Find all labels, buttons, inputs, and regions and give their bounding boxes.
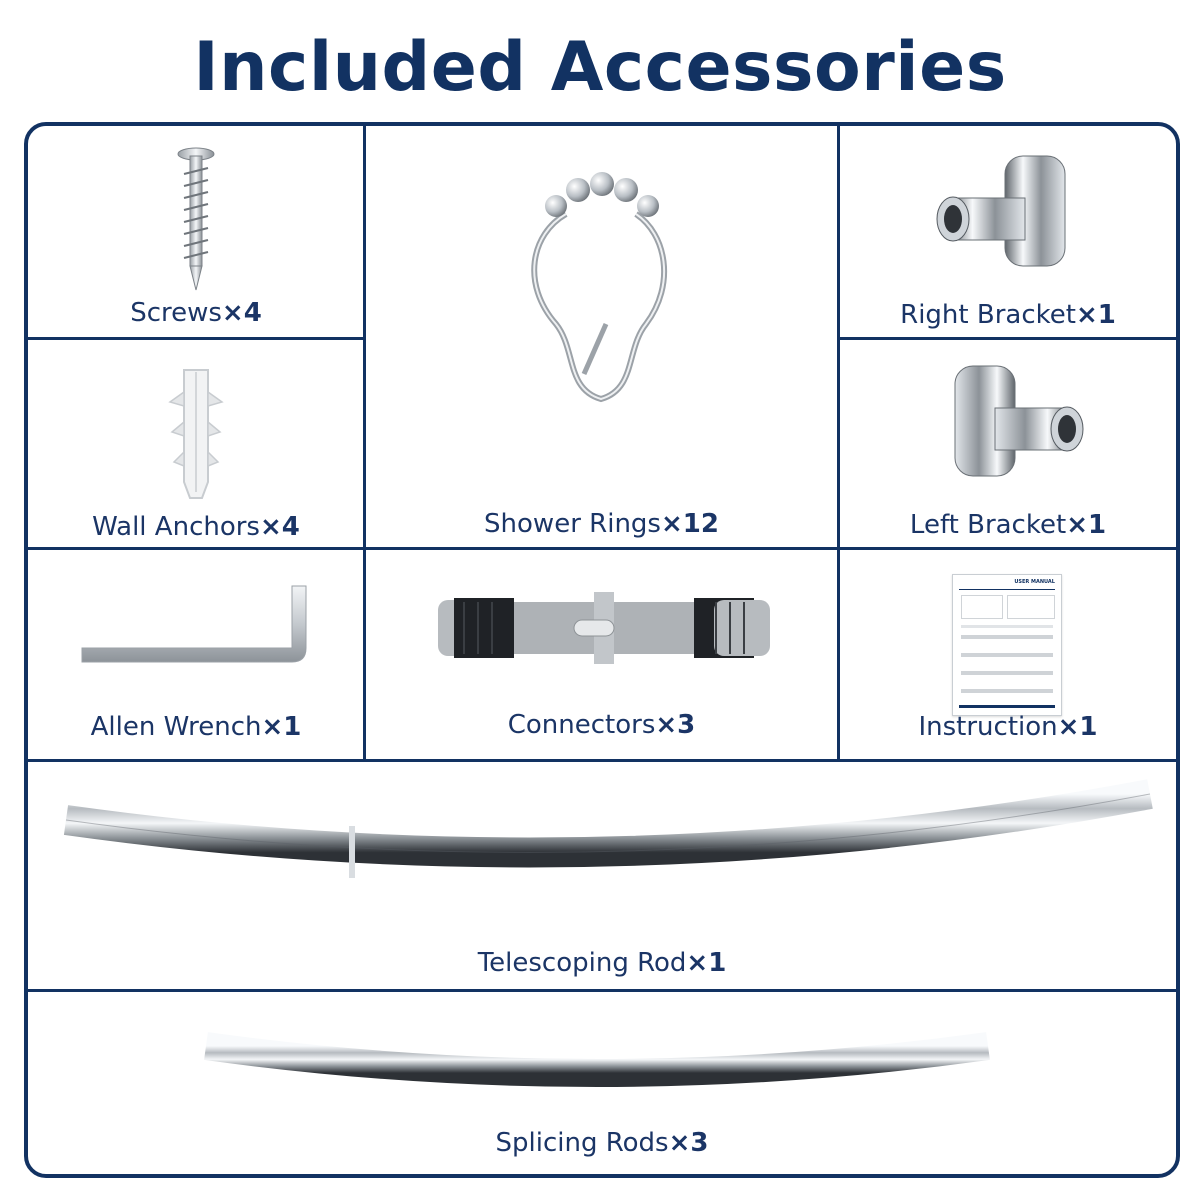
manual-heading: USER MANUAL xyxy=(1014,579,1055,585)
splicing-rods-label: Splicing Rods×3 xyxy=(495,1128,709,1158)
left-bracket-label: Left Bracket×1 xyxy=(909,510,1107,540)
splicing-rod-icon xyxy=(204,1032,990,1087)
grid-divider xyxy=(28,547,1176,550)
item-left-bracket: Left Bracket×1 xyxy=(840,340,1176,547)
wall-anchor-icon xyxy=(168,369,224,499)
allen-wrench-label: Allen Wrench×1 xyxy=(90,712,302,742)
item-splicing-rods: Splicing Rods×3 xyxy=(28,992,1176,1174)
allen-wrench-icon xyxy=(81,585,307,663)
grid-divider xyxy=(837,126,840,761)
instruction-manual-thumbnail: USER MANUAL xyxy=(952,574,1062,716)
wall-anchors-label: Wall Anchors×4 xyxy=(92,512,300,542)
grid-divider xyxy=(28,759,1176,762)
connector-icon xyxy=(438,592,770,664)
accessories-grid: Screws×4 Shower Rings×12 xyxy=(24,122,1180,1178)
shower-rings-label: Shower Rings×12 xyxy=(484,509,719,539)
screws-label: Screws×4 xyxy=(130,298,262,328)
item-shower-rings: Shower Rings×12 xyxy=(366,126,837,547)
telescoping-rod-icon xyxy=(63,779,1153,878)
item-screws: Screws×4 xyxy=(28,126,364,337)
grid-divider xyxy=(837,337,1176,340)
shower-ring-icon xyxy=(531,172,668,403)
instruction-label: Instruction×1 xyxy=(918,712,1098,742)
grid-divider xyxy=(28,337,366,340)
grid-divider xyxy=(363,126,366,761)
item-right-bracket: Right Bracket×1 xyxy=(840,126,1176,337)
item-instruction: USER MANUAL Instruction×1 xyxy=(840,550,1176,759)
screw-icon xyxy=(177,147,215,291)
item-wall-anchors: Wall Anchors×4 xyxy=(28,340,364,547)
connectors-label: Connectors×3 xyxy=(507,710,696,740)
grid-divider xyxy=(28,989,1176,992)
telescoping-rod-label: Telescoping Rod×1 xyxy=(477,948,727,978)
item-allen-wrench: Allen Wrench×1 xyxy=(28,550,364,759)
right-bracket-icon xyxy=(936,155,1066,267)
item-telescoping-rod: Telescoping Rod×1 xyxy=(28,762,1176,989)
left-bracket-icon xyxy=(954,365,1084,477)
item-connectors: Connectors×3 xyxy=(366,550,837,759)
page-title: Included Accessories xyxy=(193,28,1007,107)
right-bracket-label: Right Bracket×1 xyxy=(900,300,1116,330)
